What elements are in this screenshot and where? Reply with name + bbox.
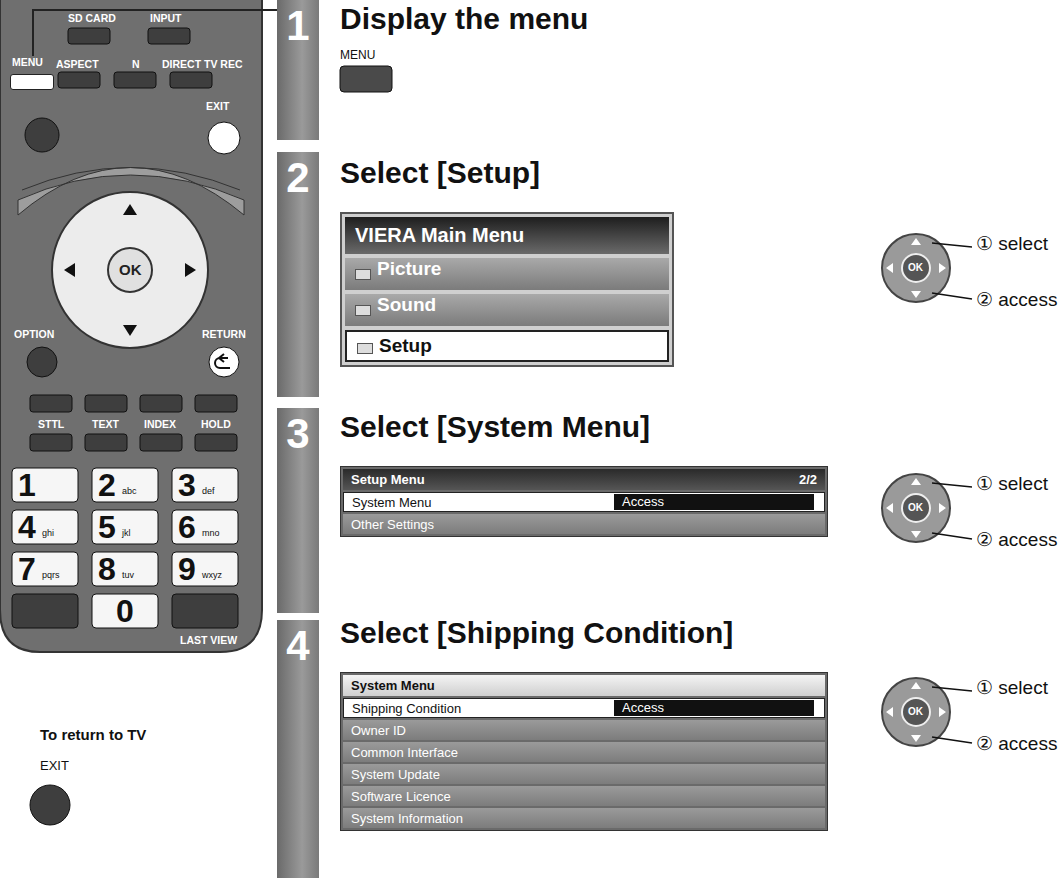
menu-item: Sound xyxy=(345,294,669,326)
menu-item: Common Interface xyxy=(343,742,825,762)
callout-text: ② access xyxy=(976,732,1057,755)
menu-button: MENU xyxy=(10,56,56,90)
step-number: 1 xyxy=(277,0,319,50)
key-digit: 4 xyxy=(18,510,36,544)
button-label: LAST VIEW xyxy=(180,634,237,646)
callout-text: ① select xyxy=(976,676,1048,699)
step-heading: Select [Setup] xyxy=(340,156,540,190)
key-letters: abc xyxy=(122,486,137,496)
button-label: SD CARD xyxy=(68,12,116,24)
menu-item: Setup xyxy=(345,330,669,362)
key-letters: wxyz xyxy=(202,570,222,580)
page-indicator: 2/2 xyxy=(799,472,817,487)
menu-item-label: Picture xyxy=(377,258,441,279)
remote-body xyxy=(0,0,262,652)
button-label: OK xyxy=(119,261,142,278)
key-digit: 8 xyxy=(98,552,116,586)
button-label: MENU xyxy=(340,48,375,62)
leader-line xyxy=(33,10,277,56)
button-label: OK xyxy=(908,262,923,273)
button-label: OK xyxy=(908,706,923,717)
menu-item: Other Settings xyxy=(343,514,825,534)
note: To return to TV xyxy=(40,726,146,743)
step-band: 2 xyxy=(277,152,319,397)
menu-item-label: System Information xyxy=(343,811,825,826)
menu-title: System Menu xyxy=(351,678,435,693)
key-digit: 5 xyxy=(98,510,116,544)
step-number: 2 xyxy=(277,152,319,202)
button-label: OPTION xyxy=(14,328,54,340)
key-digit: 6 xyxy=(178,510,196,544)
callout-text: ② access xyxy=(976,528,1057,551)
menu-item-label: Shipping Condition xyxy=(344,701,614,716)
menu-item-label: Software Licence xyxy=(343,789,825,804)
menu-title: Setup Menu xyxy=(351,472,425,487)
menu-title: VIERA Main Menu xyxy=(345,217,669,254)
callout-text: ① select xyxy=(976,472,1048,495)
step-heading: Select [System Menu] xyxy=(340,410,650,444)
key-letters: tuv xyxy=(122,570,134,580)
callout-text: ① select xyxy=(976,232,1048,255)
button-key xyxy=(10,74,54,90)
button-label: ASPECT xyxy=(56,58,99,70)
menu-item: System Update xyxy=(343,764,825,784)
step-band: 4 xyxy=(277,620,319,878)
key-digit: 7 xyxy=(18,552,36,586)
menu-item: Software Licence xyxy=(343,786,825,806)
button-label: INPUT xyxy=(150,12,182,24)
menu-panel: VIERA Main MenuPictureSoundSetup xyxy=(340,212,674,367)
callout-text: ② access xyxy=(976,288,1057,311)
key-digit: 3 xyxy=(178,468,196,502)
button-label: N xyxy=(132,58,140,70)
key-digit: 1 xyxy=(18,468,36,502)
key-letters: pqrs xyxy=(42,570,60,580)
key-letters: def xyxy=(202,486,215,496)
menu-item-label: Sound xyxy=(377,294,436,315)
step-number: 3 xyxy=(277,408,319,458)
menu-item-label: Owner ID xyxy=(343,723,825,738)
button-label: DIRECT TV REC xyxy=(162,58,243,70)
menu-item-value: Access xyxy=(614,700,814,716)
menu-panel: System MenuShipping ConditionAccessOwner… xyxy=(340,672,828,831)
step-number: 4 xyxy=(277,620,319,670)
button-label: HOLD xyxy=(201,418,231,430)
step-band: 1 xyxy=(277,0,319,140)
button-label: TEXT xyxy=(92,418,119,430)
menu-item-value: Access xyxy=(614,494,814,510)
key-letters: jkl xyxy=(122,528,131,538)
button-label: MENU xyxy=(10,56,45,68)
menu-item-label: System Update xyxy=(343,767,825,782)
callout-leaders xyxy=(932,243,972,743)
button-label: INDEX xyxy=(144,418,176,430)
menu-item-label: Other Settings xyxy=(343,517,825,532)
button-label: RETURN xyxy=(202,328,246,340)
key-digit: 2 xyxy=(98,468,116,502)
step-heading: Display the menu xyxy=(340,2,588,36)
ok-pad-icons xyxy=(882,234,950,746)
menu-title-bar: System Menu xyxy=(343,675,825,696)
button-label: OK xyxy=(908,502,923,513)
button-label: EXIT xyxy=(206,100,229,112)
menu-item-label: System Menu xyxy=(344,495,614,510)
step-band: 3 xyxy=(277,408,319,613)
menu-item: Picture xyxy=(345,258,669,290)
button-label: EXIT xyxy=(40,758,69,773)
menu-item: Shipping ConditionAccess xyxy=(343,698,825,718)
menu-title-bar: Setup Menu 2/2 xyxy=(343,469,825,490)
step-heading: Select [Shipping Condition] xyxy=(340,616,733,650)
menu-item: Owner ID xyxy=(343,720,825,740)
menu-item: System MenuAccess xyxy=(343,492,825,512)
button-label: STTL xyxy=(38,418,64,430)
key-digit: 9 xyxy=(178,552,196,586)
key-letters: mno xyxy=(202,528,220,538)
key-letters: ghi xyxy=(42,528,54,538)
menu-item-label: Setup xyxy=(379,335,432,356)
menu-item-label: Common Interface xyxy=(343,745,825,760)
key-digit: 0 xyxy=(116,594,134,628)
menu-item: System Information xyxy=(343,808,825,828)
menu-panel: Setup Menu 2/2System MenuAccessOther Sett… xyxy=(340,466,828,537)
